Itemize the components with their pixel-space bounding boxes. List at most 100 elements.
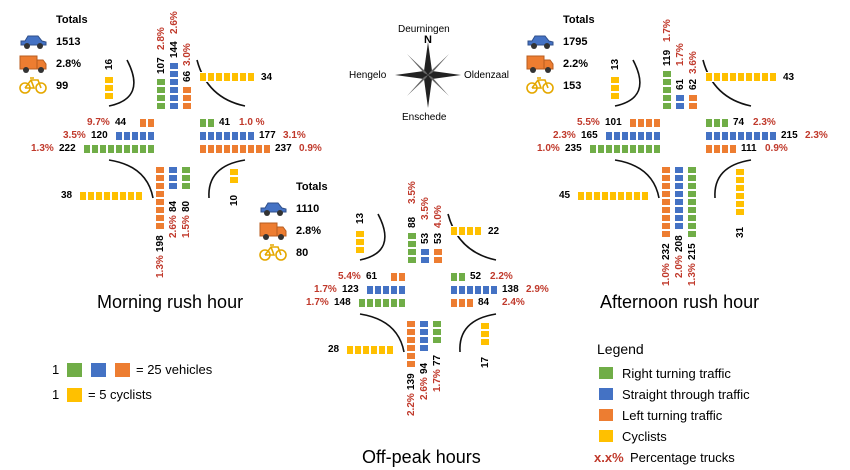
north-right-block xyxy=(662,94,672,102)
south-straight-pct: 2.0% xyxy=(674,255,685,278)
west-straight-block xyxy=(147,131,155,141)
west-right-block xyxy=(637,118,645,128)
east-left-block xyxy=(239,144,247,154)
west-straight-block xyxy=(374,285,382,295)
north-right-pct: 1.7% xyxy=(662,19,673,42)
west-left-block xyxy=(629,144,637,154)
north-cross-cyclist-block xyxy=(466,226,474,236)
north-cross-cyclists-value: 43 xyxy=(783,72,795,83)
east-straight-block xyxy=(239,131,247,141)
south-straight-pct: 2.6% xyxy=(419,377,430,400)
south-cyclists-value: 45 xyxy=(559,190,571,201)
west-straight-block xyxy=(390,285,398,295)
west-straight-pct: 2.3% xyxy=(553,130,576,141)
east-left-block xyxy=(450,298,458,308)
north-right-value: 107 xyxy=(156,57,167,74)
north-right-block xyxy=(407,248,417,256)
east-straight-pct: 3.1% xyxy=(283,130,306,141)
west-left-block xyxy=(358,298,366,308)
south-left-block xyxy=(155,214,165,222)
south-left-block xyxy=(406,344,416,352)
west-straight-block xyxy=(131,131,139,141)
north-cross-cyclist-block xyxy=(737,72,745,82)
south-cyclist-block xyxy=(119,191,127,201)
east-cyclist-block xyxy=(735,208,745,216)
west-right-value: 61 xyxy=(366,271,378,282)
west-left-block xyxy=(91,144,99,154)
south-right-block xyxy=(687,206,697,214)
west-straight-value: 120 xyxy=(91,130,108,141)
north-cross-cyclist-block xyxy=(761,72,769,82)
north-cyclists-value: 13 xyxy=(610,58,621,70)
west-left-block xyxy=(637,144,645,154)
compass-label-north: Deurningen xyxy=(398,24,450,35)
east-cyclist-block xyxy=(229,176,239,184)
south-right-value: 80 xyxy=(181,200,192,212)
north-left-block xyxy=(433,256,443,264)
north-cross-cyclist-block xyxy=(247,72,255,82)
north-cross-cyclist-block xyxy=(769,72,777,82)
west-left-block xyxy=(589,144,597,154)
west-left-block xyxy=(390,298,398,308)
north-straight-pct: 2.6% xyxy=(169,11,180,34)
west-left-block xyxy=(147,144,155,154)
east-right-block xyxy=(721,118,729,128)
west-left-block xyxy=(123,144,131,154)
east-left-block xyxy=(231,144,239,154)
north-left-pct: 3.6% xyxy=(688,51,699,74)
west-right-block xyxy=(629,118,637,128)
north-cyclist-block xyxy=(104,84,114,92)
north-cross-cyclist-block xyxy=(231,72,239,82)
south-cyclist-block xyxy=(354,345,362,355)
legend-swatch-straight xyxy=(598,387,614,401)
north-cyclists-value: 13 xyxy=(355,212,366,224)
west-straight-value: 123 xyxy=(342,284,359,295)
south-cyclist-block xyxy=(362,345,370,355)
scale-vehicle-count: 1 xyxy=(52,362,60,377)
south-right-block xyxy=(432,336,442,344)
north-cyclists-value: 16 xyxy=(104,58,115,70)
car-icon xyxy=(20,35,47,49)
south-cyclist-block xyxy=(346,345,354,355)
south-right-pct: 1.5% xyxy=(181,215,192,238)
west-straight-block xyxy=(629,131,637,141)
east-cyclist-block xyxy=(480,338,490,346)
south-left-block xyxy=(155,222,165,230)
west-left-block xyxy=(645,144,653,154)
legend-pct-text: Percentage trucks xyxy=(630,450,735,465)
scale-cyclist-count: 1 xyxy=(52,387,60,402)
south-cyclists-value: 38 xyxy=(61,190,73,201)
north-cyclist-block xyxy=(355,246,365,254)
compass-rose-icon xyxy=(395,42,461,108)
east-left-block xyxy=(207,144,215,154)
legend-item-cyclists: Cyclists xyxy=(622,429,667,444)
south-straight-block xyxy=(168,166,178,174)
west-right-pct: 5.4% xyxy=(338,271,361,282)
south-straight-block xyxy=(674,182,684,190)
east-left-block xyxy=(466,298,474,308)
west-right-block xyxy=(139,118,147,128)
west-left-block xyxy=(107,144,115,154)
south-right-block xyxy=(687,174,697,182)
east-right-value: 41 xyxy=(219,117,231,128)
south-cyclist-block xyxy=(641,191,649,201)
west-right-block xyxy=(390,272,398,282)
south-left-pct: 1.0% xyxy=(661,263,672,286)
west-straight-block xyxy=(366,285,374,295)
north-cross-cyclist-block xyxy=(474,226,482,236)
east-right-block xyxy=(450,272,458,282)
legend-swatch-right xyxy=(598,366,614,380)
east-cyclists-value: 17 xyxy=(480,356,491,368)
panel-title-morning: Morning rush hour xyxy=(97,292,244,312)
west-left-block xyxy=(398,298,406,308)
west-right-value: 101 xyxy=(605,117,622,128)
north-cross-cyclists-value: 34 xyxy=(261,72,273,83)
south-cyclist-block xyxy=(593,191,601,201)
legend-item-left: Left turning traffic xyxy=(622,408,723,423)
north-cyclist-block xyxy=(610,76,620,84)
west-straight-block xyxy=(382,285,390,295)
north-left-value: 53 xyxy=(433,232,444,244)
west-straight-block xyxy=(139,131,147,141)
east-cyclist-block xyxy=(229,168,239,176)
